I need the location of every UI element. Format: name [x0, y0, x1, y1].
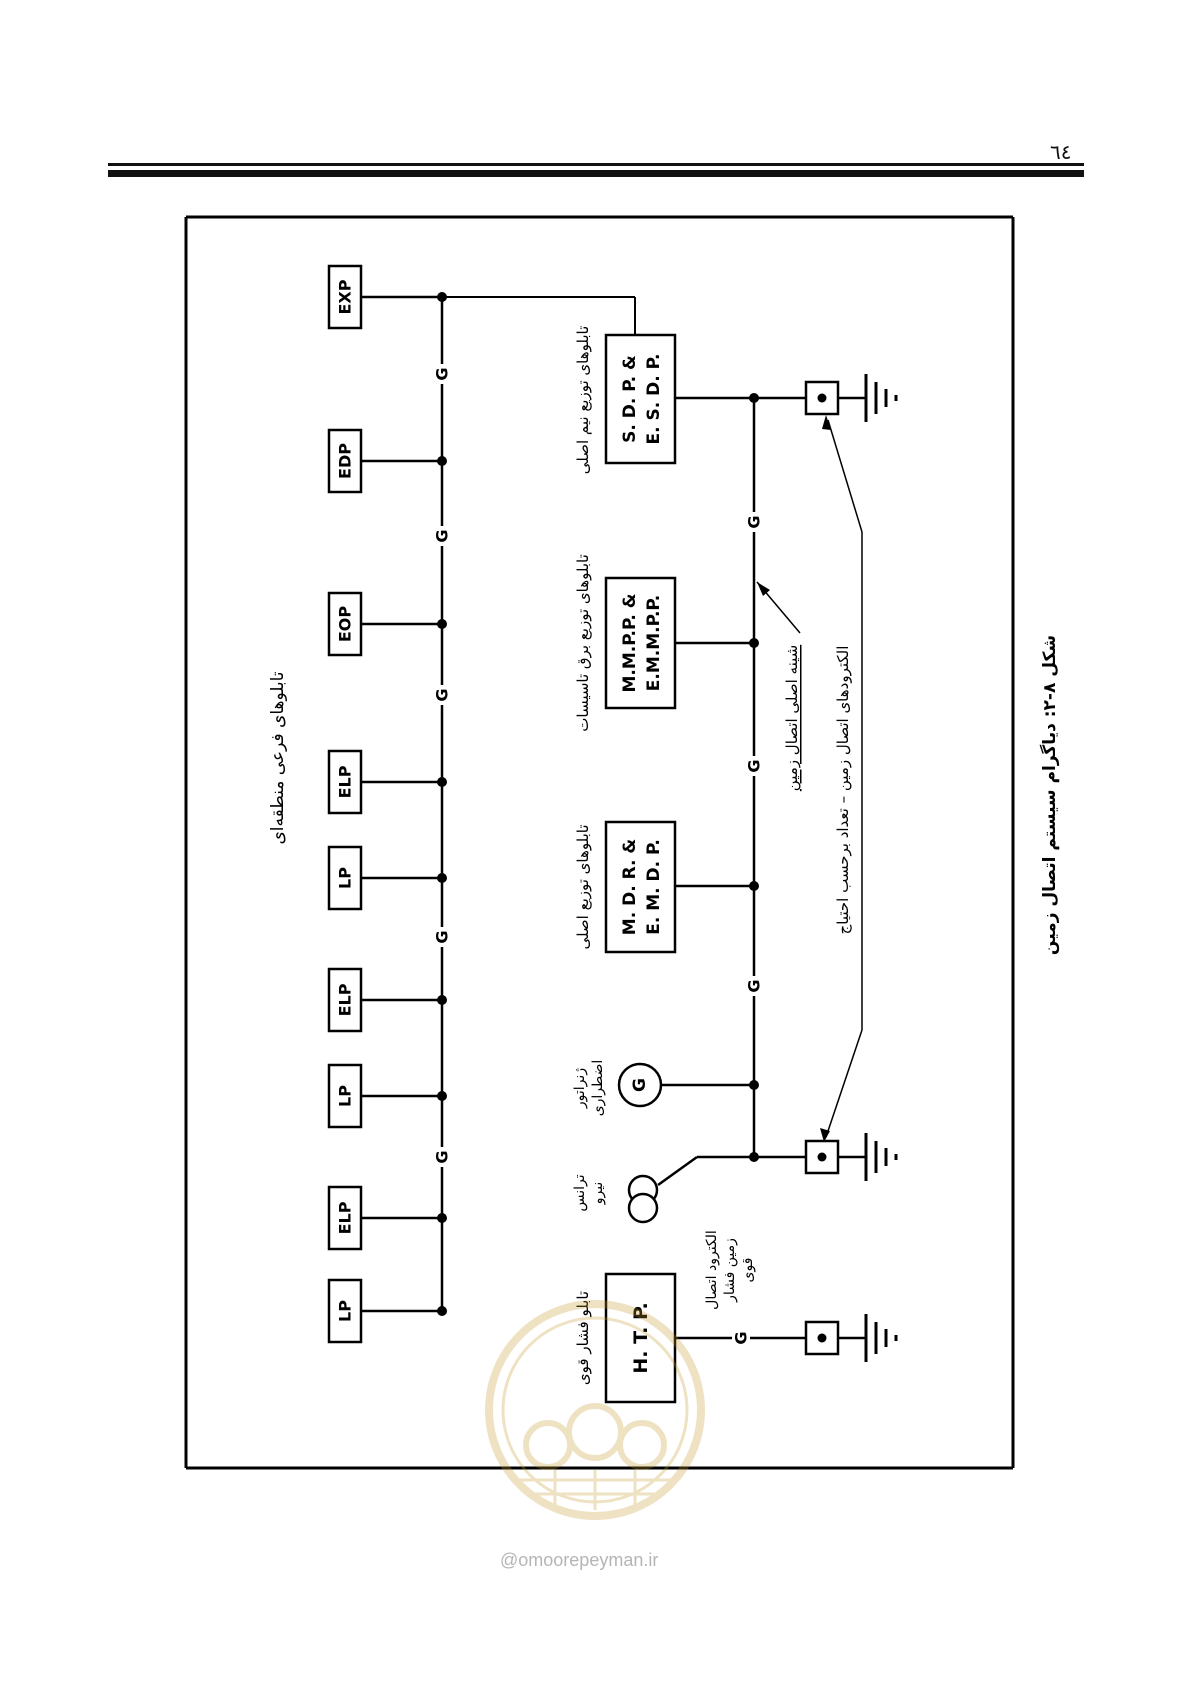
busbar-annotation: شینه اصلی اتصال زمین — [756, 581, 801, 791]
regional-panels-label: تابلوهای فرعی منطقه‌ای — [268, 671, 288, 844]
sdp-caption: تابلوهای توزیع نیم اصلی — [574, 326, 592, 475]
htp-panel: H. T. P. تابلو فشار قوی الکترود اتصال زم… — [574, 1230, 756, 1404]
hv-electrode-label-3: قوی — [740, 1258, 756, 1283]
subpanel-label: LP — [336, 1300, 355, 1322]
subpanel-edp: EDP — [327, 428, 447, 494]
subpanel-lp-1: LP — [327, 1278, 447, 1344]
ground-g-symbol: G — [745, 515, 764, 528]
ground-g-symbol: G — [433, 930, 452, 943]
generator-label-2: اضطراری — [590, 1060, 606, 1117]
subpanel-label: LP — [336, 1085, 355, 1107]
mdr-box-line2: E. M. D. P. — [644, 839, 664, 935]
subpanel-label: ELP — [336, 983, 355, 1016]
mdr-caption: تابلوهای توزیع اصلی — [574, 824, 592, 949]
electrodes-annotation: الکترودهای اتصال زمین – تعداد برحسب احتی… — [820, 415, 863, 1142]
bus-ground-markers: G G G G G — [433, 364, 452, 1167]
ground-g-symbol: G — [732, 1331, 751, 1344]
subpanel-eop: EOP — [327, 591, 447, 657]
ground-g-symbol: G — [433, 688, 452, 701]
busbar-label: شینه اصلی اتصال زمین — [783, 645, 801, 791]
ground-g-symbol: G — [745, 759, 764, 772]
earth-electrode-sdp — [804, 372, 898, 424]
watermark-seal — [485, 1300, 705, 1520]
transformer-label-2: نیرو — [590, 1182, 606, 1206]
generator-label-1: ژنراتور — [572, 1068, 588, 1109]
subpanel-label: EOP — [336, 606, 355, 643]
ground-g-symbol: G — [433, 529, 452, 542]
mmpp-box-line2: E.M.M.P.P. — [644, 595, 664, 691]
subpanel-label: EDP — [336, 443, 355, 479]
htp-caption: تابلو فشار قوی — [574, 1291, 592, 1385]
subpanel-exp: EXP — [327, 264, 447, 330]
figure-caption: شکل ۸-۲: دیاگرام سیستم اتصال زمین — [1039, 635, 1060, 955]
subpanel-label: ELP — [336, 765, 355, 798]
sdp-panel: S. D. P. & E. S. D. P. تابلوهای توزیع نی… — [574, 326, 806, 475]
subpanel-lp-3: LP — [327, 845, 447, 911]
subpanel-elp-3: ELP — [327, 749, 447, 815]
mdr-box-line1: M. D. R. & — [620, 839, 640, 936]
mmpp-caption: تابلوهای توزیع برق تاسیسات — [574, 554, 592, 732]
sdp-box-line1: S. D. P. & — [620, 355, 640, 443]
diagram-frame — [184, 215, 1015, 1470]
mmpp-box-line1: M.M.P.P. & — [620, 593, 640, 692]
subpanel-elp-2: ELP — [327, 967, 447, 1033]
subpanel-label: LP — [336, 867, 355, 889]
subpanel-label: EXP — [336, 279, 355, 314]
mmpp-panel: M.M.P.P. & E.M.M.P.P. تابلوهای توزیع برق… — [574, 554, 759, 732]
subpanel-lp-2: LP — [327, 1063, 447, 1129]
page-number: ٦٤ — [1050, 140, 1072, 164]
watermark-url: @omoorepeyman.ir — [500, 1550, 659, 1570]
sdp-box-line2: E. S. D. P. — [644, 354, 664, 445]
transformer-label-1: ترانس — [572, 1174, 588, 1211]
hv-electrode-label-2: زمین فشار — [722, 1238, 738, 1303]
busbar-ground-markers: G G G — [745, 512, 764, 996]
ground-g-symbol: G — [745, 979, 764, 992]
header-rule-thick — [108, 170, 1084, 177]
htp-box-label: H. T. P. — [630, 1302, 652, 1373]
earth-electrode-transformer — [754, 1131, 898, 1183]
subpanel-elp-1: ELP — [327, 1185, 447, 1251]
ground-g-symbol: G — [433, 367, 452, 380]
emergency-generator: G ژنراتور اضطراری — [572, 1060, 759, 1117]
earth-electrode-htp: G — [675, 1312, 898, 1364]
power-transformer: ترانس نیرو — [572, 1152, 759, 1224]
header-rule-thin — [108, 163, 1084, 166]
generator-g-symbol: G — [630, 1078, 650, 1092]
ground-g-symbol: G — [433, 1150, 452, 1163]
hv-electrode-label-1: الکترود اتصال — [704, 1230, 720, 1310]
electrodes-label: الکترودهای اتصال زمین – تعداد برحسب احتی… — [834, 646, 853, 935]
subpanel-label: ELP — [336, 1201, 355, 1234]
mdr-panel: M. D. R. & E. M. D. P. تابلوهای توزیع اص… — [574, 820, 759, 954]
